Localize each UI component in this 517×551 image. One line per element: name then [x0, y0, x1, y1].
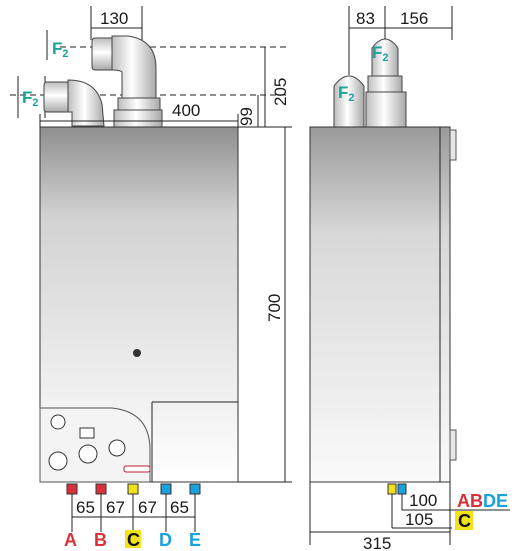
- side-conn-c-label: C: [458, 511, 471, 531]
- side-bracket-top: [449, 129, 457, 161]
- dim-spacing-de: 65: [170, 498, 189, 517]
- dim-side-depth: 315: [363, 534, 391, 551]
- side-flue-short: [333, 75, 365, 128]
- flue-elbow-upper: [91, 35, 163, 129]
- side-conn-c-highlight: [455, 511, 473, 530]
- flue-mark-upper: F2: [52, 39, 69, 60]
- connection-label-c: C: [127, 530, 140, 550]
- indicator-dot: [133, 349, 141, 357]
- dim-side-conn-depth-2: 105: [405, 510, 433, 529]
- dim-spacing-cd: 67: [138, 498, 157, 517]
- side-bracket-bottom: [449, 429, 457, 461]
- dim-spacing-bc: 67: [106, 498, 125, 517]
- connection-c-stub: [127, 483, 139, 495]
- connection-b-stub: [95, 483, 107, 495]
- knob-left: [48, 451, 68, 471]
- connection-label-e: E: [189, 530, 201, 550]
- dim-width: 400: [172, 101, 200, 120]
- control-panel: [39, 407, 151, 483]
- side-conn-group-label: ABDE: [457, 491, 508, 511]
- dim-side-flue-offset-a: 83: [356, 9, 375, 28]
- connection-d-stub: [160, 483, 172, 495]
- side-flue-mark-lower: F2: [338, 83, 355, 104]
- dim-spacing-ab: 65: [76, 498, 95, 517]
- connection-label-a: A: [64, 530, 77, 550]
- dim-side-conn-depth-1: 100: [409, 491, 437, 510]
- connection-c-highlight: [125, 530, 141, 548]
- pressure-gauge: [50, 414, 66, 430]
- connection-label-b: B: [94, 530, 107, 550]
- side-flue-mark-upper: F2: [372, 43, 389, 64]
- connection-label-d: D: [159, 530, 172, 550]
- dim-flue-offset: 130: [100, 9, 128, 28]
- connection-a-stub: [66, 483, 78, 495]
- side-flue-tall: [365, 38, 407, 128]
- side-connection-main-stub: [397, 483, 407, 495]
- connection-e-stub: [189, 483, 201, 495]
- display-screen: [79, 427, 95, 439]
- dim-flue-height: 205: [271, 78, 290, 106]
- front-view: 130 F2 F2 205 99 400: [10, 6, 292, 550]
- flue-elbow-lower: [43, 79, 105, 127]
- dim-side-flue-offset-b: 156: [400, 9, 428, 28]
- dim-flue-to-top: 99: [237, 107, 256, 126]
- knob-middle: [78, 444, 98, 464]
- flue-mark-lower: F2: [22, 88, 39, 109]
- side-casing: [309, 126, 451, 483]
- side-connection-c-stub: [387, 483, 397, 495]
- knob-right: [108, 439, 126, 457]
- dim-height: 700: [265, 294, 284, 322]
- brand-badge: [123, 465, 151, 473]
- side-view: 83 156 F2 F2 100 105 ABDE C: [309, 6, 510, 551]
